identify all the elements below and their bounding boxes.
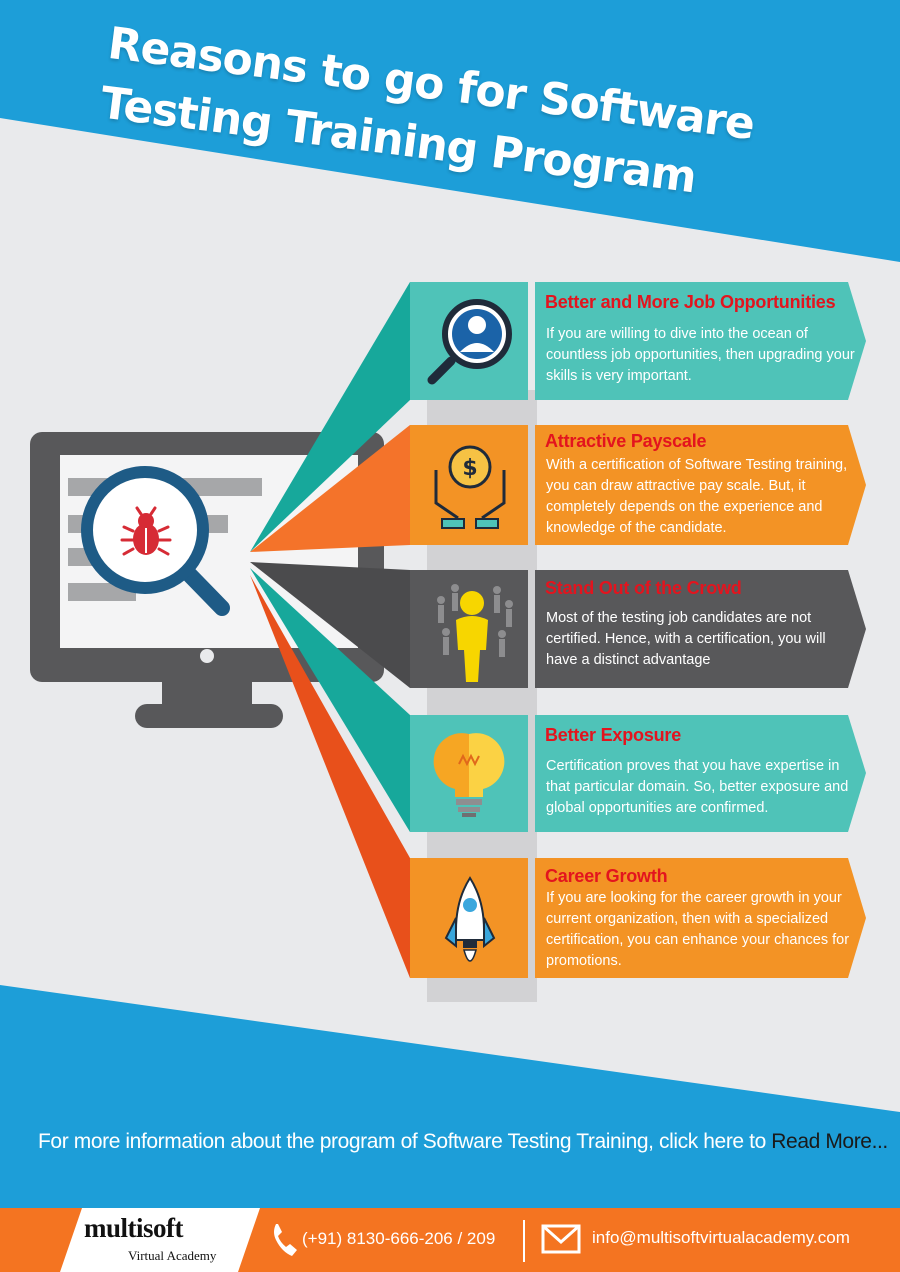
more-info-label: For more information about the program o…	[38, 1130, 772, 1153]
light-bulb-icon	[433, 733, 505, 817]
card-text: Most of the testing job candidates are n…	[546, 610, 826, 668]
footer-divider	[523, 1220, 525, 1262]
card-text: If you are looking for the career growth…	[546, 890, 850, 969]
rocket-icon	[444, 876, 496, 962]
crowd-person-icon	[437, 584, 513, 682]
hands-dollar-icon: $	[434, 445, 506, 529]
more-info-text: For more information about the program o…	[38, 1130, 888, 1154]
card-title: Better Exposure	[545, 725, 682, 745]
svg-text:$: $	[462, 456, 477, 481]
card-title: Attractive Payscale	[545, 431, 707, 451]
phone-icon	[274, 1224, 297, 1256]
logo-panel	[60, 1208, 260, 1272]
card-text: If you are willing to dive into the ocea…	[546, 326, 855, 384]
email-address[interactable]: info@multisoftvirtualacademy.com	[592, 1228, 850, 1247]
logo-name: multisoft	[84, 1213, 184, 1243]
card-panels	[410, 282, 866, 978]
read-more-link[interactable]: Read More...	[771, 1130, 888, 1153]
card-text: Certification proves that you have exper…	[546, 758, 849, 816]
phone-number[interactable]: (+91) 8130-666-206 / 209	[302, 1229, 496, 1248]
card-title: Career Growth	[545, 866, 668, 886]
bug-magnifier-icon	[81, 466, 230, 616]
card-text: With a certification of Software Testing…	[546, 457, 848, 536]
ribbons	[250, 282, 410, 978]
magnifier-person-icon	[427, 299, 512, 385]
mail-icon	[541, 1224, 581, 1254]
logo-subtitle: Virtual Academy	[128, 1248, 217, 1263]
card-title: Better and More Job Opportunities	[545, 292, 836, 312]
card-title: Stand Out of the Crowd	[545, 578, 742, 598]
